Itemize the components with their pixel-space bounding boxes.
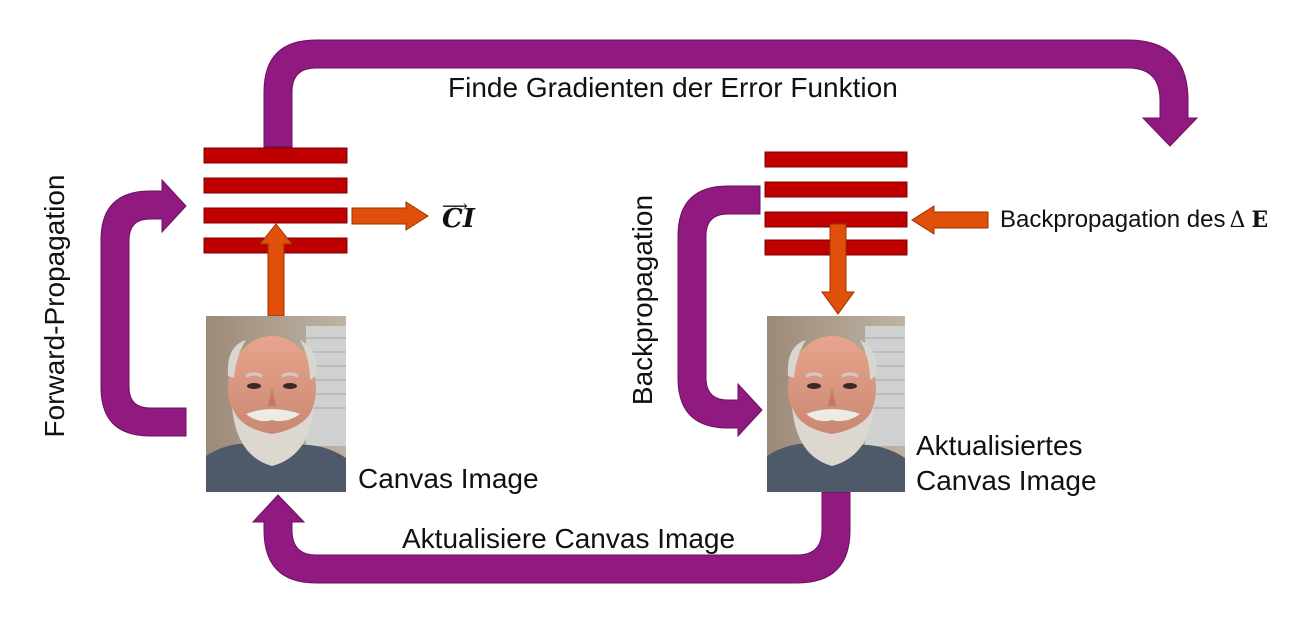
forward-input-arrow xyxy=(258,223,294,317)
backpropagation-label: Backpropagation xyxy=(627,194,658,406)
ci-symbol: CI xyxy=(442,204,475,234)
backprop-to-image-arrow xyxy=(821,223,855,315)
canvas-image-label: Canvas Image xyxy=(358,463,539,494)
right-layer-1 xyxy=(764,151,908,168)
left-layer-3 xyxy=(203,207,348,224)
right-layer-2 xyxy=(764,181,908,198)
ci-output-label: ⟶ CI xyxy=(442,196,475,234)
top-arrow-label: Finde Gradienten der Error Funktion xyxy=(448,72,898,103)
forward-propagation-label: Forward-Propagation xyxy=(39,174,70,438)
backprop-delta-text: Backpropagation des xyxy=(1000,206,1226,233)
left-layer-2 xyxy=(203,177,348,194)
left-layer-1 xyxy=(203,147,348,164)
bottom-loop-arrow xyxy=(251,491,851,584)
backprop-loop-arrow xyxy=(677,185,763,438)
delta-symbol: Δ xyxy=(1229,208,1246,233)
vector-arrow-icon: ⟶ xyxy=(442,196,468,217)
top-loop-arrow xyxy=(263,39,1199,148)
face-photo-right xyxy=(767,316,905,492)
left-network-layers xyxy=(203,147,348,254)
face-photo-left xyxy=(206,316,346,492)
output-ci-arrow xyxy=(351,201,429,231)
bottom-arrow-label: Aktualisiere Canvas Image xyxy=(402,523,736,554)
right-network-layers xyxy=(764,151,908,256)
error-symbol: E xyxy=(1251,207,1269,233)
updated-canvas-image-label: Aktualisiertes Canvas Image xyxy=(916,430,1097,496)
forward-loop-arrow xyxy=(100,178,187,437)
delta-e-input-arrow xyxy=(911,205,989,235)
